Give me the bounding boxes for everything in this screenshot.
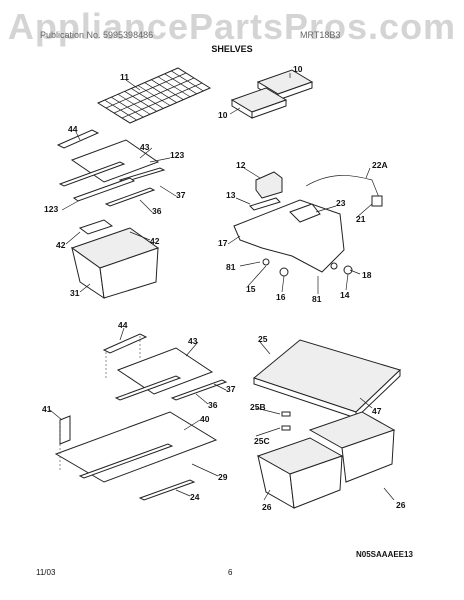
callout-42-right: 42 bbox=[150, 236, 160, 246]
callout-10-bottom: 10 bbox=[218, 110, 228, 120]
shelf-cross-wire bbox=[105, 72, 187, 109]
shelf-cross-wire bbox=[113, 77, 195, 114]
callout-23: 23 bbox=[336, 198, 346, 208]
callout-36-lower: 36 bbox=[208, 400, 218, 410]
callout-29: 29 bbox=[218, 472, 228, 482]
callout-44-upper: 44 bbox=[68, 124, 78, 134]
crisper-drawer-31 bbox=[70, 219, 160, 300]
callout-43-lower: 43 bbox=[188, 336, 198, 346]
callout-22a: 22A bbox=[372, 160, 388, 170]
footer-date: 11/03 bbox=[36, 568, 56, 577]
callout-41: 41 bbox=[42, 404, 52, 414]
shelf-cross-wire bbox=[121, 82, 203, 119]
callout-11: 11 bbox=[120, 72, 129, 82]
callout-26-left: 26 bbox=[262, 502, 272, 512]
publication-number: Publication No. 5995398486 bbox=[40, 30, 154, 40]
callout-21: 21 bbox=[356, 214, 366, 224]
callout-37-upper: 37 bbox=[176, 190, 186, 200]
drawer-26-left bbox=[256, 437, 344, 509]
callout-15: 15 bbox=[246, 284, 256, 294]
callout-44-lower: 44 bbox=[118, 320, 128, 330]
lower-glass-shelf-assembly bbox=[54, 333, 228, 501]
callout-123-upper: 123 bbox=[170, 150, 185, 160]
callout-12: 12 bbox=[236, 160, 246, 170]
callout-25: 25 bbox=[258, 334, 268, 344]
callout-47: 47 bbox=[372, 406, 382, 416]
callout-36-upper: 36 bbox=[152, 206, 162, 216]
callout-40: 40 bbox=[200, 414, 210, 424]
callout-81-right: 81 bbox=[312, 294, 322, 304]
glass-shelf-47 bbox=[252, 339, 401, 431]
callout-31: 31 bbox=[70, 288, 80, 298]
callout-123-lower: 123 bbox=[44, 204, 59, 214]
callout-17: 17 bbox=[218, 238, 228, 248]
callout-37-lower: 37 bbox=[226, 384, 236, 394]
ice-maker-assembly bbox=[233, 171, 383, 277]
ice-tray-lower bbox=[230, 87, 288, 119]
footer-page-number: 6 bbox=[228, 568, 233, 577]
callout-18: 18 bbox=[362, 270, 372, 280]
diagram-code: N05SAAAEE13 bbox=[356, 550, 413, 559]
callout-14: 14 bbox=[340, 290, 350, 300]
callout-26-right: 26 bbox=[396, 500, 406, 510]
callout-24: 24 bbox=[190, 492, 200, 502]
callout-42-left: 42 bbox=[56, 240, 66, 250]
upper-glass-shelf-assembly bbox=[56, 129, 166, 207]
leader-lines bbox=[49, 73, 395, 501]
callout-10-top: 10 bbox=[293, 64, 303, 74]
callout-13: 13 bbox=[226, 190, 236, 200]
callout-81-left: 81 bbox=[226, 262, 236, 272]
callout-43-upper: 43 bbox=[140, 142, 150, 152]
model-number: MRT18B3 bbox=[300, 30, 341, 40]
drawer-26-right bbox=[308, 411, 396, 483]
watermark: AppliancePartsPros.com bbox=[7, 6, 457, 47]
callout-25b: 25B bbox=[250, 402, 266, 412]
callout-16: 16 bbox=[276, 292, 286, 302]
wire-shelf-11 bbox=[96, 67, 212, 124]
callout-25c: 25C bbox=[254, 436, 270, 446]
page-title: SHELVES bbox=[211, 44, 253, 54]
